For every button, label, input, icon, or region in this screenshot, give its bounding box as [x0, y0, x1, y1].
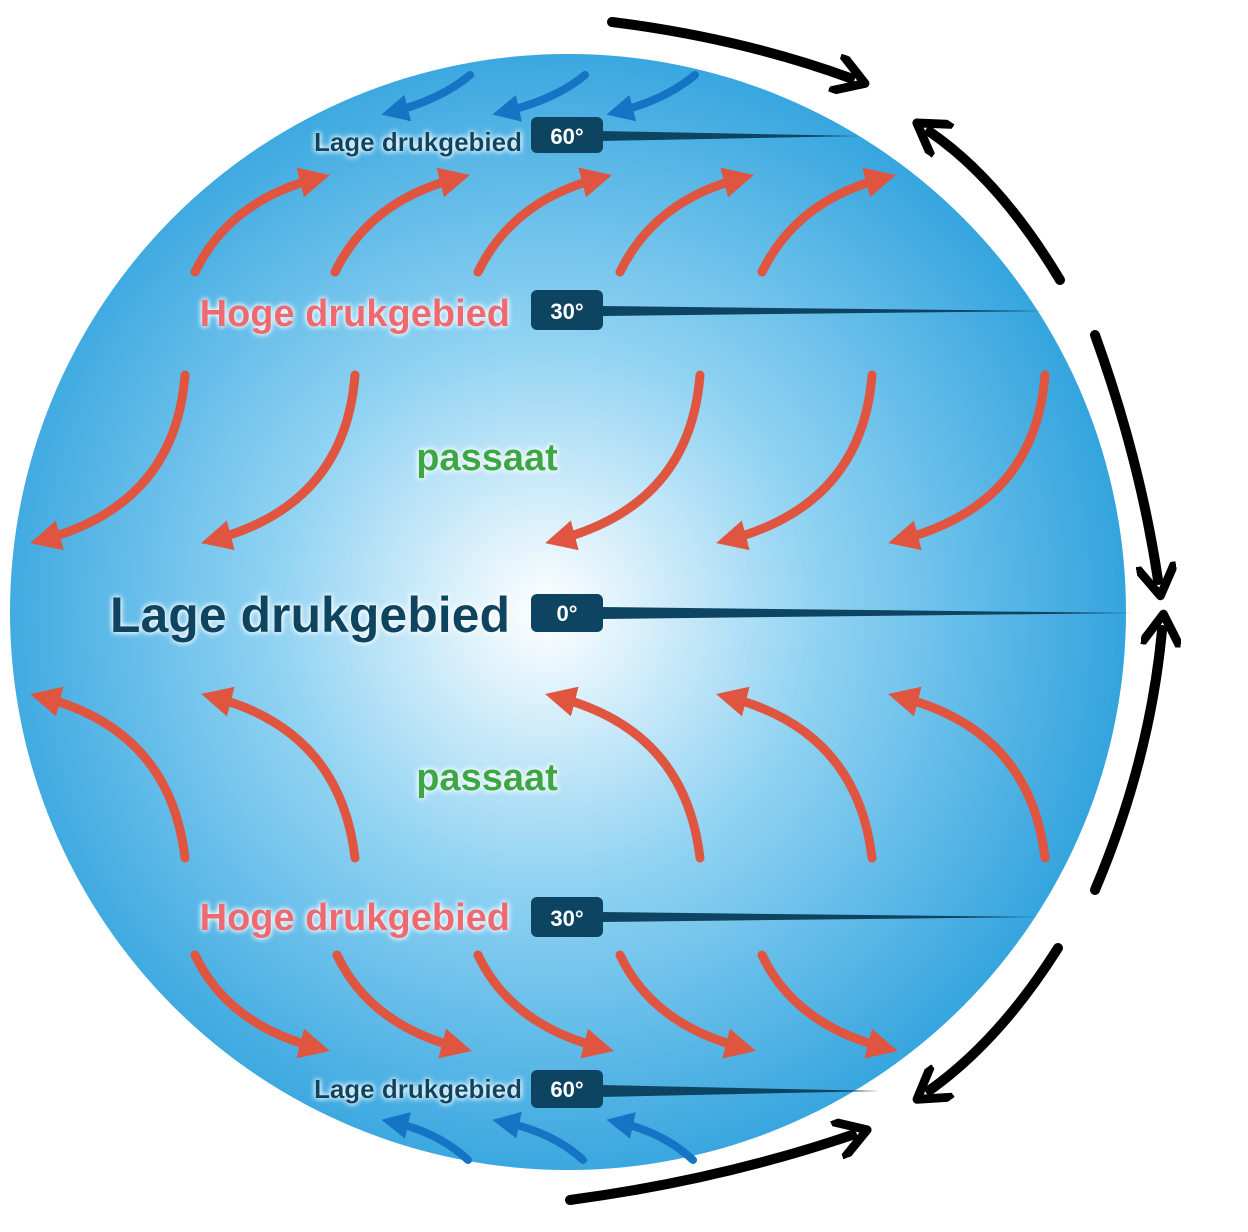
rotation-arrow: [930, 132, 1065, 285]
latitude-label: 30°: [550, 906, 583, 931]
latitude-label: 60°: [550, 1077, 583, 1102]
wind-arrow: [473, 167, 612, 277]
wind-arrow: [492, 71, 589, 122]
polar-easterlies-north: [381, 71, 699, 122]
wind-arrow: [757, 167, 896, 277]
low-pressure-label-north: Lage drukgebied: [314, 127, 522, 157]
latitude-line-south-60: [600, 1085, 880, 1097]
trade-wind-label-south: passaat: [416, 757, 558, 799]
wind-arrow: [888, 370, 1050, 551]
wind-arrow: [615, 167, 754, 277]
latitude-badge-south-30: 30°: [531, 897, 603, 937]
wind-arrow: [190, 167, 330, 277]
polar-easterlies-south: [381, 1111, 697, 1164]
latitude-line-north-30: [600, 306, 1045, 316]
rotation-arrow: [607, 17, 850, 78]
wind-arrow: [381, 1112, 472, 1164]
westerlies-south: [190, 950, 898, 1059]
wind-arrow: [492, 1111, 587, 1164]
wind-arrow: [757, 950, 898, 1059]
rotation-arrow: [930, 943, 1063, 1090]
wind-arrow: [330, 167, 470, 277]
trade-winds-north: [30, 370, 1050, 551]
rotation-arrow: [565, 1135, 852, 1205]
low-pressure-label-equator: Lage drukgebied: [110, 587, 510, 643]
wind-arrow: [30, 686, 190, 863]
wind-arrow: [473, 950, 614, 1059]
wind-arrow: [606, 1112, 697, 1164]
latitude-badge-north-30: 30°: [531, 290, 603, 330]
trade-wind-label-north: passaat: [416, 437, 558, 479]
wind-arrow: [716, 370, 877, 551]
low-pressure-label-south: Lage drukgebied: [314, 1074, 522, 1104]
latitude-label: 30°: [550, 299, 583, 324]
wind-arrow: [545, 370, 705, 551]
wind-arrow: [615, 950, 756, 1059]
high-pressure-label-south: Hoge drukgebied: [200, 897, 510, 939]
circulation-arrows: [565, 17, 1162, 1205]
wind-arrow: [190, 950, 330, 1059]
wind-arrow: [888, 686, 1050, 863]
latitude-label: 60°: [550, 124, 583, 149]
wind-arrow: [201, 370, 360, 551]
wind-arrow: [381, 71, 474, 122]
latitude-badge-south-60: 60°: [531, 1070, 603, 1108]
rotation-arrow: [1090, 630, 1162, 895]
high-pressure-label-north: Hoge drukgebied: [200, 293, 510, 335]
wind-arrow: [545, 686, 705, 863]
latitude-badge-equator: 0°: [531, 594, 603, 632]
trade-winds-south: [30, 686, 1050, 863]
wind-arrow: [606, 71, 699, 122]
westerlies-north: [190, 167, 896, 277]
rotation-arrow: [1090, 330, 1158, 580]
wind-arrow: [332, 950, 472, 1059]
latitude-line-south-30: [600, 912, 1040, 922]
latitude-label: 0°: [556, 601, 577, 626]
latitude-lines: [600, 131, 1133, 1097]
latitude-badge-north-60: 60°: [531, 117, 603, 153]
wind-arrow: [201, 686, 360, 863]
latitude-line-north-60: [600, 131, 860, 141]
wind-arrow: [30, 370, 190, 551]
latitude-line-equator: [600, 607, 1133, 619]
wind-arrow: [716, 686, 877, 863]
